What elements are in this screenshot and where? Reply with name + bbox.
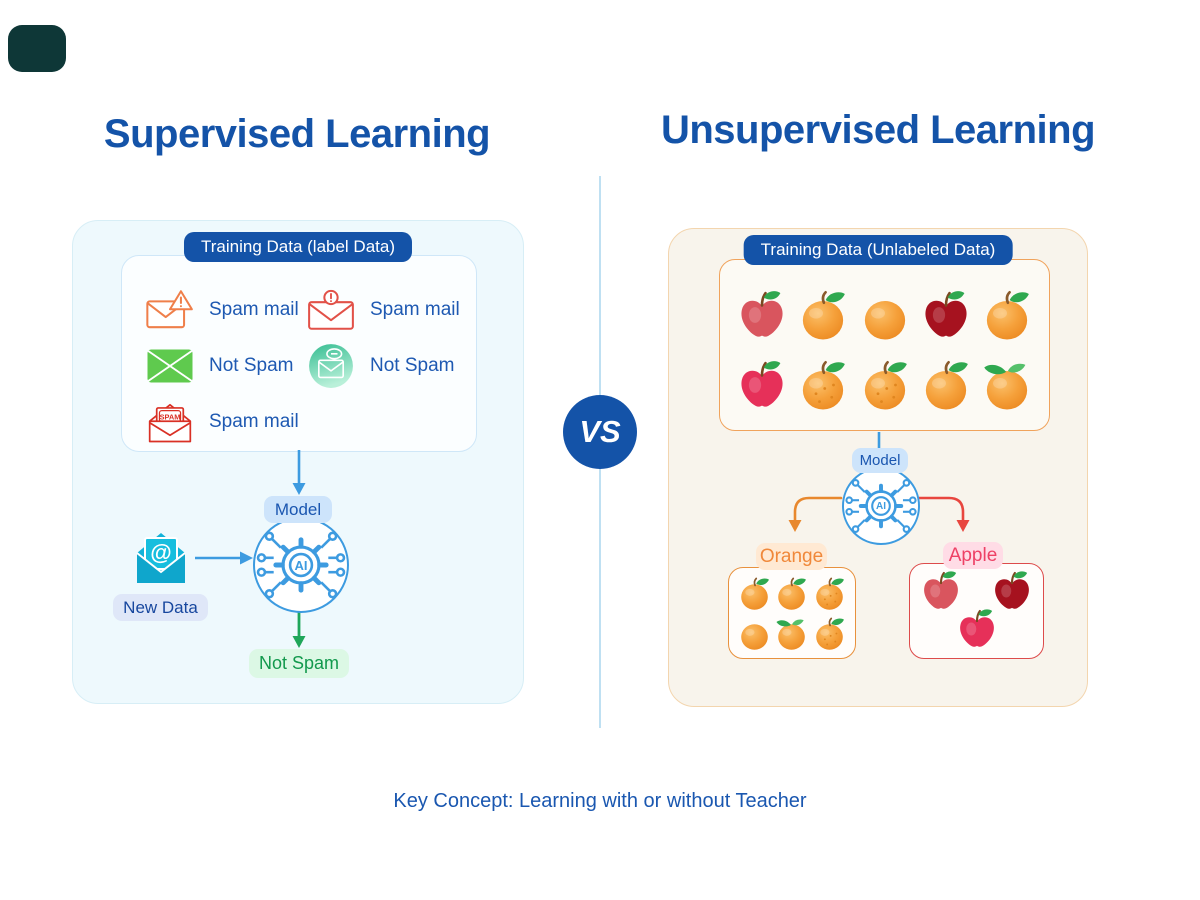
orange-with-leaf-icon [979, 287, 1035, 343]
mail-item-spam-1: Spam mail [144, 284, 305, 336]
mail-item-label: Spam mail [209, 299, 299, 320]
teal-circle-envelope-icon [305, 340, 357, 392]
orange-icon [857, 287, 913, 343]
at-symbol-text: @ [150, 540, 171, 565]
orange-with-leaves-icon [773, 615, 810, 652]
ai-model-circle: AI [842, 467, 920, 545]
fruit-row-1 [734, 287, 1035, 343]
spam-warning-envelope-icon [144, 284, 196, 336]
orange-icon [736, 615, 773, 652]
mail-item-notspam-1: Not Spam [144, 340, 305, 392]
apple-row-2 [918, 606, 1035, 652]
fruit-row-2 [734, 357, 1035, 413]
orange-dotted-icon [795, 357, 851, 413]
orange-dotted-icon [811, 615, 848, 652]
vs-badge: VS [563, 395, 637, 469]
orange-textured-icon [857, 357, 913, 413]
orange-with-leaf-icon [773, 575, 810, 612]
email-at-envelope-icon: @ [136, 533, 186, 583]
corner-logo [8, 25, 66, 72]
orange-cluster-label: Orange [756, 543, 827, 570]
mail-item-label: Not Spam [209, 355, 294, 376]
orange-dotted-icon [811, 575, 848, 612]
key-concept-text: Key Concept: Learning with or without Te… [393, 790, 807, 812]
mail-item-notspam-2: Not Spam [305, 340, 466, 392]
red-apple-icon [734, 287, 790, 343]
pink-apple-icon [734, 357, 790, 413]
supervised-panel: Training Data (label Data) Spam mail Spa… [72, 220, 524, 704]
mail-item-spam-2: Spam mail [305, 284, 466, 336]
orange-with-leaf-icon [918, 357, 974, 413]
orange-with-leaf-icon [795, 287, 851, 343]
orange-with-leaves-icon [979, 357, 1035, 413]
arrow-model-to-result [292, 609, 306, 648]
apple-cluster-box [909, 563, 1044, 659]
prediction-badge: Not Spam [249, 649, 349, 678]
unsupervised-panel: Training Data (Unlabeled Data) Model [668, 228, 1088, 707]
mail-item-label: Spam mail [370, 299, 460, 320]
dark-red-apple-icon [918, 287, 974, 343]
new-data-badge: New Data [113, 594, 208, 621]
spam-stamp-text: SPAM [160, 412, 181, 421]
alert-envelope-icon [305, 284, 357, 336]
arrow-newdata-to-model [195, 551, 253, 565]
model-badge: Model [264, 496, 332, 523]
ai-chip-label: AI [876, 500, 886, 512]
orange-cluster-box [728, 567, 856, 659]
apple-cluster-label: Apple [943, 542, 1003, 569]
pink-apple-icon [954, 606, 1000, 652]
mail-item-label: Not Spam [370, 355, 455, 376]
orange-with-leaf-icon [736, 575, 773, 612]
training-data-box: Spam mail Spam mail Not Spam Not Spam [121, 255, 477, 452]
unlabeled-data-box [719, 259, 1050, 431]
ai-chip-label: AI [294, 557, 308, 573]
mail-item-spam-3: SPAM Spam mail [144, 396, 305, 448]
supervised-header-badge: Training Data (label Data) [183, 232, 413, 262]
arrow-down-to-model [292, 450, 306, 495]
open-spam-envelope-icon: SPAM [144, 396, 196, 448]
mail-item-label: Spam mail [209, 411, 299, 432]
ai-model-circle: AI [253, 517, 349, 613]
supervised-title: Supervised Learning [103, 112, 491, 156]
unsupervised-header-badge: Training Data (Unlabeled Data) [743, 235, 1013, 265]
model-badge: Model [852, 448, 908, 473]
unsupervised-title: Unsupervised Learning [660, 108, 1096, 152]
green-envelope-icon [144, 340, 196, 392]
